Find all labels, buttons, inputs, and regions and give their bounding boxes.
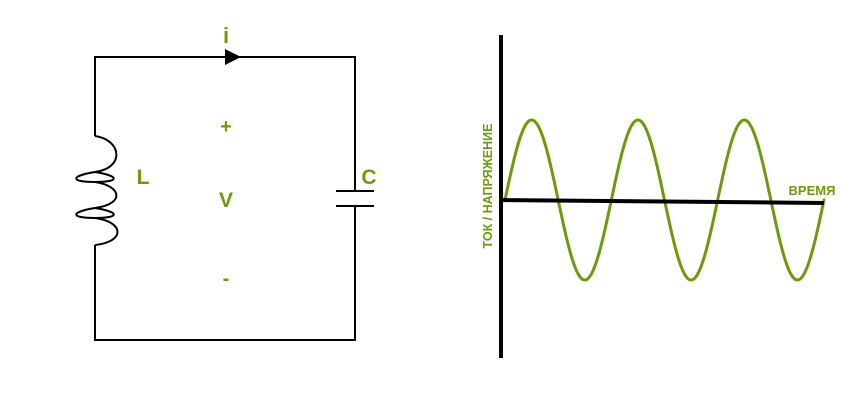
x-axis-label: ВРЕМЯ xyxy=(789,183,836,198)
bottom-wire xyxy=(94,207,356,341)
y-axis-label: ТОК / НАПРЯЖЕНИЕ xyxy=(481,124,495,249)
current-arrow-icon xyxy=(225,49,241,65)
x-axis xyxy=(498,198,825,205)
inductor-coil-icon xyxy=(75,135,119,246)
plus-sign: + xyxy=(220,116,232,138)
minus-sign: - xyxy=(223,268,230,290)
current-label: i xyxy=(223,23,229,48)
inductor-label: L xyxy=(137,166,150,189)
oscillation-graph: ТОК / НАПРЯЖЕНИЕ ВРЕМЯ xyxy=(481,35,835,358)
voltage-label: V xyxy=(219,189,233,212)
lc-circuit xyxy=(75,56,356,341)
capacitor-label: C xyxy=(361,166,376,189)
